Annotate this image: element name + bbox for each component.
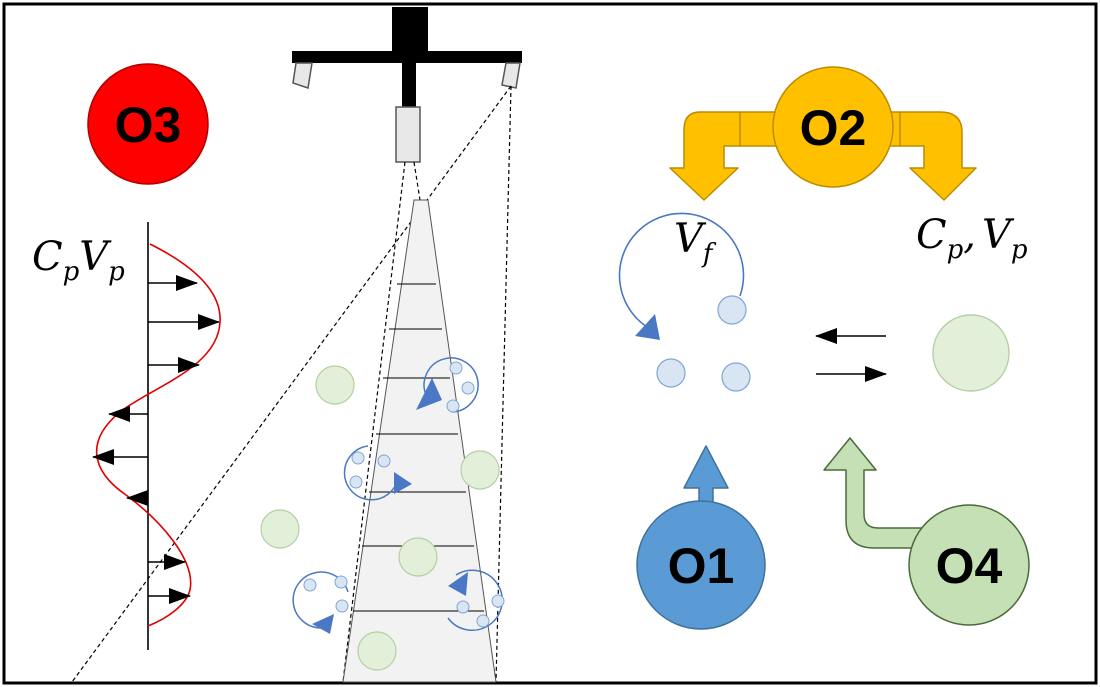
right-lamp-icon xyxy=(501,62,521,89)
particle-icon xyxy=(315,365,355,405)
flow-particles xyxy=(260,365,500,671)
vortex-bubbles-icon xyxy=(292,571,349,634)
o4-badge: O4 xyxy=(823,437,1030,626)
o2-label: O2 xyxy=(800,100,867,156)
o4-label: O4 xyxy=(936,538,1003,594)
o1-badge: O1 xyxy=(636,445,766,630)
o4-bent-arrow xyxy=(823,437,931,549)
o2-badge: O2 xyxy=(669,66,977,201)
particle-properties-label: Cp,Vp xyxy=(916,212,1028,265)
profile-axis-label: CpVp xyxy=(32,234,125,287)
o3-label: O3 xyxy=(115,97,182,153)
particle-icon xyxy=(932,314,1010,392)
profile-arrows xyxy=(92,275,220,604)
o1-label: O1 xyxy=(668,538,735,594)
vortex-bubbles-icon xyxy=(447,569,505,631)
camera-rig-icon xyxy=(292,7,522,163)
left-lamp-icon xyxy=(292,62,313,89)
particle-icon xyxy=(460,450,500,490)
particle-icon xyxy=(260,509,300,549)
vortex-bubbles-icon xyxy=(416,357,479,413)
sheet-slices xyxy=(353,283,484,612)
particle-icon xyxy=(398,537,438,577)
particle-icon xyxy=(357,631,397,671)
exchange-arrows xyxy=(815,328,887,382)
camera-body-icon xyxy=(395,106,421,163)
flow-vortices xyxy=(292,357,505,634)
o3-badge: O3 xyxy=(87,63,209,185)
vortex-bubbles-icon xyxy=(343,445,412,501)
vortex-bubbles-icon xyxy=(618,212,751,392)
profile-plot: CpVp xyxy=(32,222,221,650)
measurement-sheet xyxy=(342,199,497,683)
